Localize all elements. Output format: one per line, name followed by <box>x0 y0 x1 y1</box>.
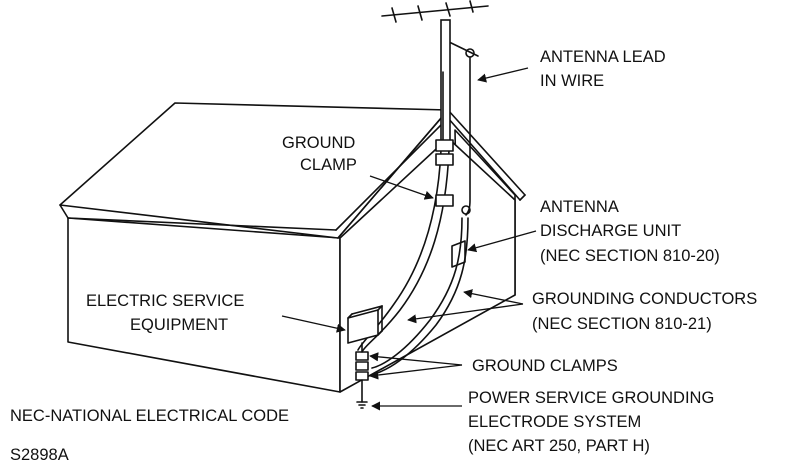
roof-corner <box>519 194 526 201</box>
arrow-ground-clamps-2 <box>369 364 463 380</box>
label-antenna-lead-1: ANTENNA LEAD <box>540 48 666 66</box>
label-discharge-2: DISCHARGE UNIT <box>540 222 681 240</box>
arrow-antenna-lead <box>477 67 529 83</box>
wire-standoff <box>461 205 471 215</box>
label-ground-clamp-2: CLAMP <box>300 156 357 174</box>
box-side <box>377 330 383 336</box>
arrow-electric-service <box>281 315 346 333</box>
mast-clamp-3 <box>435 194 454 207</box>
label-ground-clamps: GROUND CLAMPS <box>472 357 618 375</box>
antenna-element <box>391 7 397 23</box>
grounding-conductor-discharge <box>371 217 463 369</box>
label-antenna-lead-2: IN WIRE <box>540 72 604 90</box>
box-top <box>347 313 353 319</box>
antenna-crossbar <box>381 5 489 17</box>
mast-clamp-1 <box>435 139 454 152</box>
base-clamp-2 <box>355 361 369 371</box>
label-nec-note: NEC-NATIONAL ELECTRICAL CODE <box>10 407 289 425</box>
label-electric-service-1: ELECTRIC SERVICE <box>86 292 244 310</box>
label-electric-service-2: EQUIPMENT <box>130 316 228 334</box>
arrow-ground-clamp <box>369 175 434 200</box>
label-power-service-3: (NEC ART 250, PART H) <box>468 437 650 455</box>
antenna-element <box>417 5 423 21</box>
label-ground-clamp-1: GROUND <box>282 134 355 152</box>
grounding-conductor-discharge-edge <box>373 217 469 375</box>
base-clamp-3 <box>355 371 369 381</box>
eave-line <box>67 217 337 231</box>
label-discharge-3: (NEC SECTION 810-20) <box>540 247 720 265</box>
antenna-element <box>445 2 451 17</box>
box-top <box>351 305 383 315</box>
arrow-grounding-conductor-2 <box>407 303 524 324</box>
arrow-discharge-unit <box>467 230 537 253</box>
figure-code: S2898A <box>10 446 69 464</box>
label-power-service-2: ELECTRODE SYSTEM <box>468 413 641 431</box>
label-grounding-conductors-2: (NEC SECTION 810-21) <box>532 315 712 333</box>
label-power-service-1: POWER SERVICE GROUNDING <box>468 389 714 407</box>
base-clamp-1 <box>355 351 369 361</box>
label-discharge-1: ANTENNA <box>540 198 619 216</box>
mast-clamp-2 <box>435 153 454 166</box>
arrow-ground-clamps-1 <box>369 352 463 366</box>
eave-corner <box>59 204 69 219</box>
arrow-grounding-conductor-1 <box>463 289 524 305</box>
label-grounding-conductors-1: GROUNDING CONDUCTORS <box>532 290 757 308</box>
antenna-element <box>469 0 474 13</box>
